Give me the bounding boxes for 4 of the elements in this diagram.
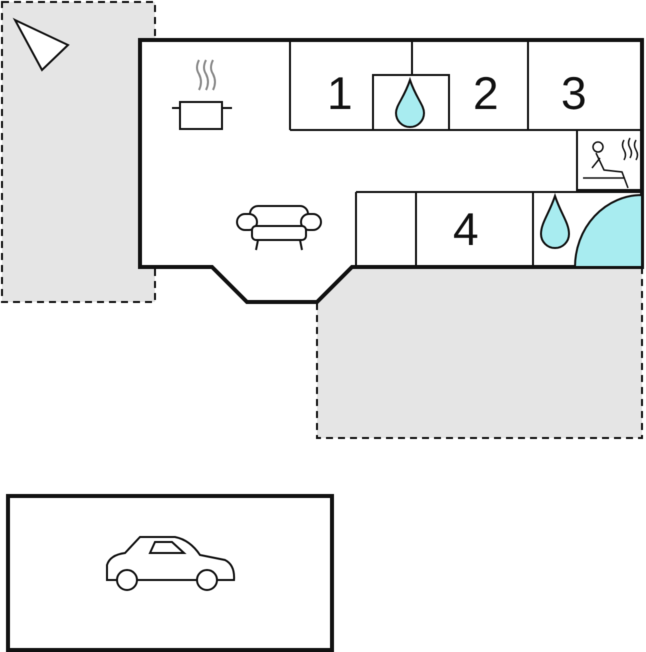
room-number: 2	[473, 70, 499, 116]
room-number: 4	[453, 206, 479, 252]
room-number: 1	[327, 70, 353, 116]
room-number: 3	[561, 70, 587, 116]
